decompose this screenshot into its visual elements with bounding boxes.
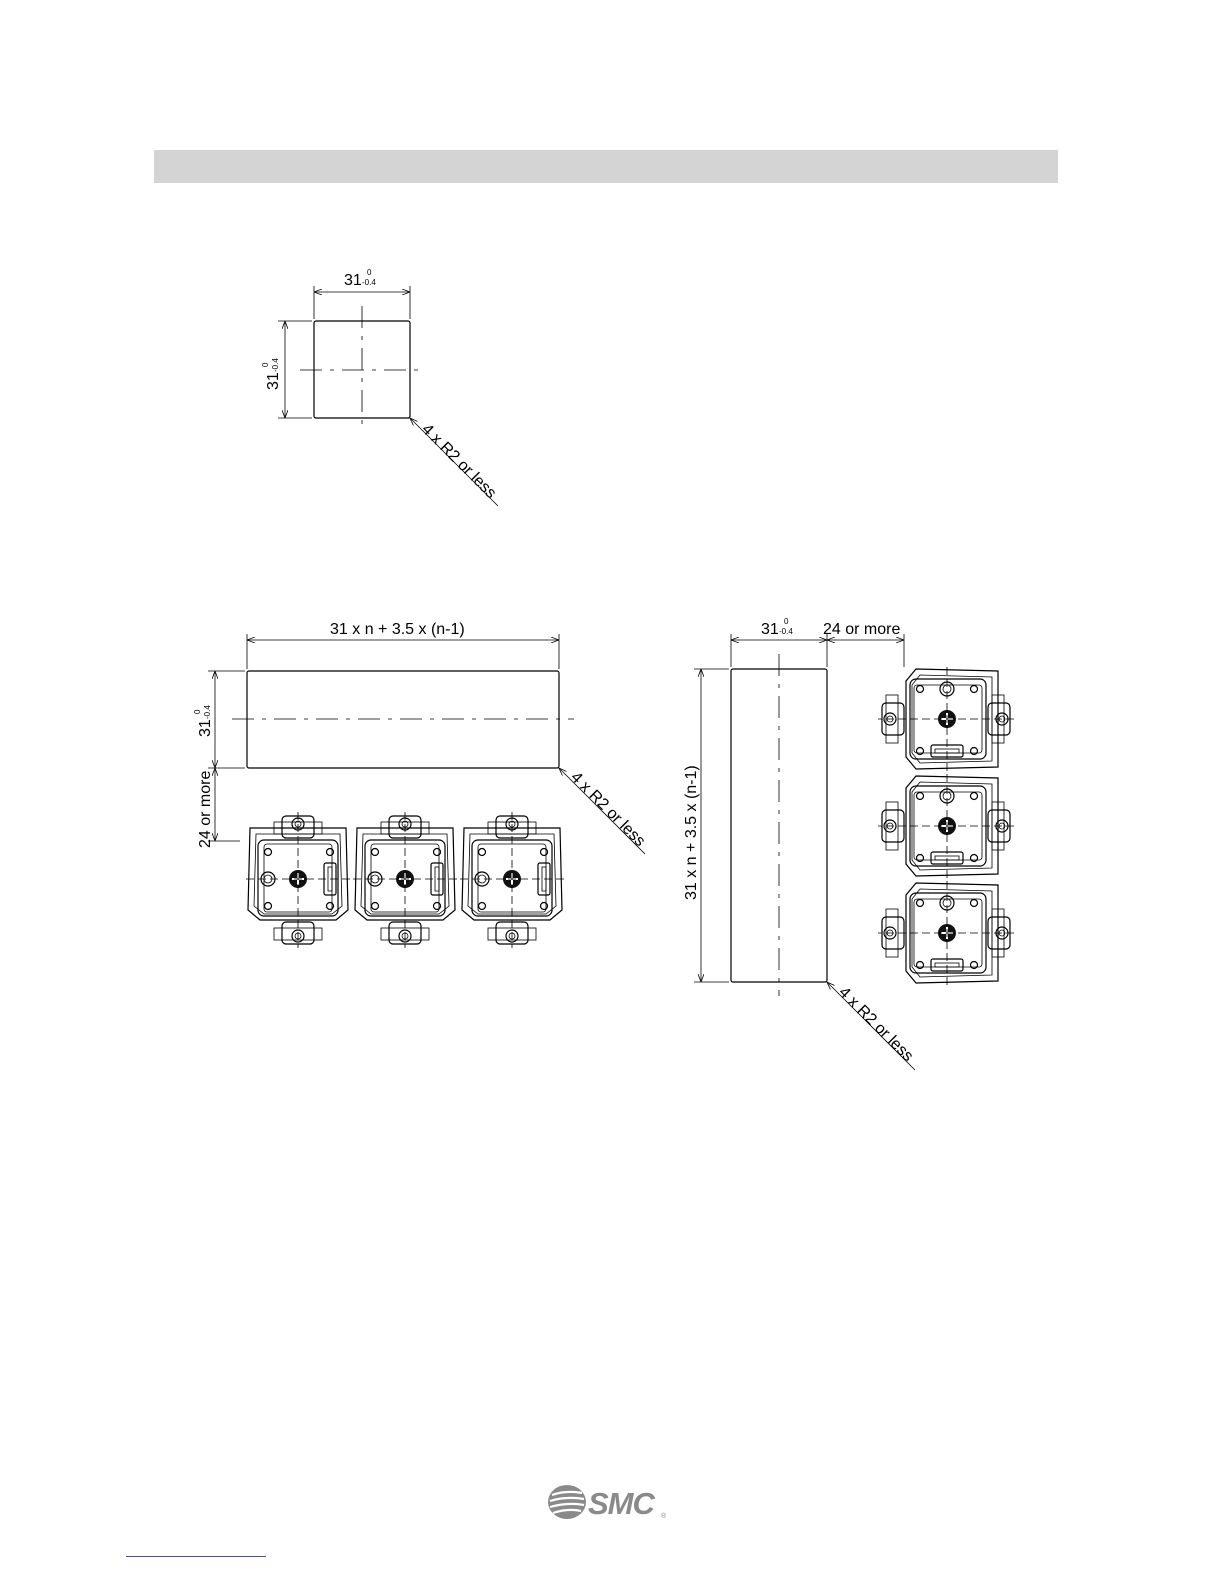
footer-link-underline[interactable]: [126, 1556, 266, 1557]
smc-logo-text: SMC: [588, 1486, 656, 1521]
horizontal-device-3: [460, 812, 564, 948]
smc-logo-mark: [548, 1485, 586, 1519]
horizontal-height-tol-upper: 0: [193, 709, 202, 714]
single-cutout: 31 0 -0.4 31 0 -0.4 4 x R2 or less: [261, 268, 499, 506]
vertical-width-label: 31: [761, 621, 779, 638]
single-height-tol-upper: 0: [261, 362, 270, 367]
vertical-height-label: 31 x n + 3.5 x (n-1): [683, 765, 700, 900]
horizontal-cutout-rect: [247, 671, 559, 768]
horizontal-device-1: [246, 812, 350, 948]
smc-logo: SMC ®: [546, 1481, 670, 1523]
horizontal-height-tol-lower: -0.4: [203, 705, 212, 719]
vertical-width-tol-upper: 0: [784, 617, 789, 626]
vertical-device-3: [878, 881, 1014, 985]
single-height-label: 31: [265, 372, 282, 390]
vertical-width-tol-lower: -0.4: [779, 627, 793, 636]
single-cutout-centerlines: [300, 306, 424, 432]
single-corner-label: 4 x R2 or less: [418, 421, 499, 502]
vertical-device-2: [878, 774, 1014, 878]
horizontal-width-label: 31 x n + 3.5 x (n-1): [330, 621, 465, 638]
smc-logo-registered: ®: [661, 1512, 667, 1520]
horizontal-device-2: [353, 812, 457, 948]
single-width-label: 31: [344, 272, 362, 289]
vertical-device-1: [878, 667, 1014, 771]
horizontal-height-label: 31: [197, 719, 214, 737]
single-width-tol-upper: 0: [367, 268, 372, 277]
single-height-tol-lower: -0.4: [271, 358, 280, 372]
horizontal-cutout: 31 x n + 3.5 x (n-1) 31 0 -0.4 24 or mor…: [193, 621, 648, 948]
vertical-corner-label: 4 x R2 or less: [835, 984, 916, 1065]
vertical-cutout: 31 0 -0.4 24 or more 31 x n + 3.5 x (n-1…: [683, 617, 1014, 1070]
single-width-tol-lower: -0.4: [362, 278, 376, 287]
vertical-spacing-label: 24 or more: [823, 621, 900, 638]
horizontal-spacing-label: 24 or more: [197, 771, 214, 848]
horizontal-corner-label: 4 x R2 or less: [567, 769, 648, 850]
